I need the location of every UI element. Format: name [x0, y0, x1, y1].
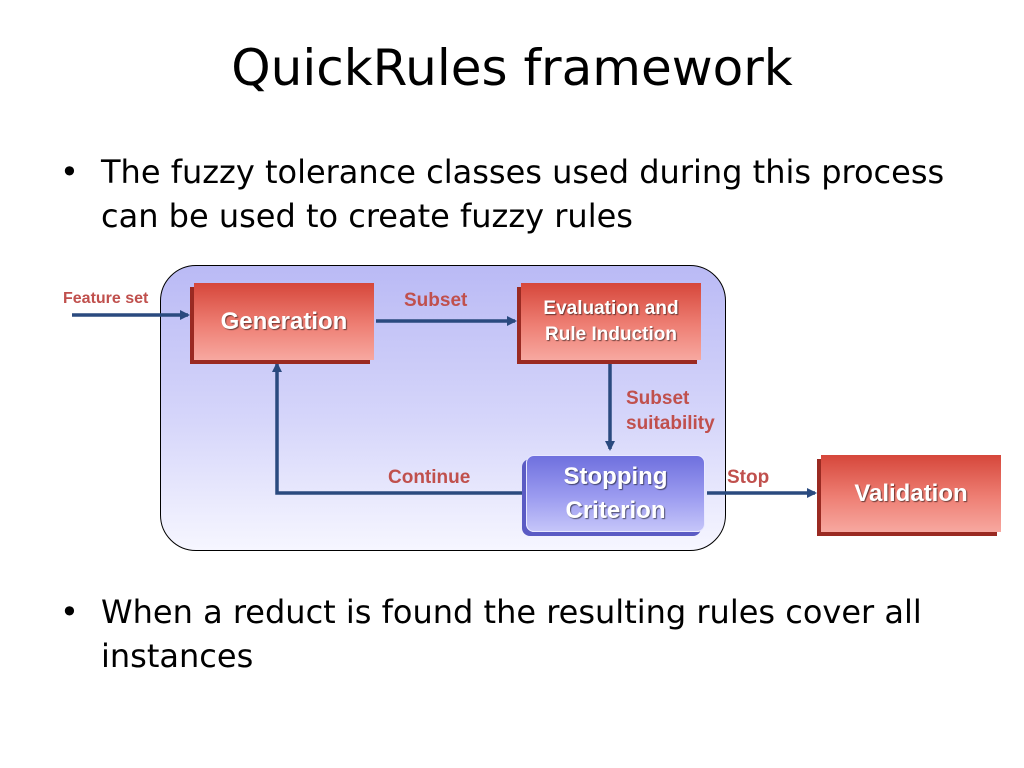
bullet-text: When a reduct is found the resulting rul…	[101, 593, 922, 675]
stopping-criterion-node: Stopping Criterion	[526, 455, 705, 532]
evaluation-label-line2: Rule Induction	[545, 323, 677, 345]
bullet-dot: •	[60, 593, 79, 631]
bullet-dot: •	[60, 153, 79, 191]
evaluation-label-line1: Evaluation and	[543, 297, 679, 319]
stop-label: Stop	[727, 467, 770, 488]
slide-title: QuickRules framework	[231, 39, 793, 97]
validation-node: Validation	[821, 455, 1001, 532]
validation-label: Validation	[854, 479, 968, 507]
continue-arrow	[272, 362, 523, 495]
evaluation-node: Evaluation and Rule Induction	[521, 283, 701, 360]
subset-label: Subset	[404, 290, 468, 311]
suitability-line2: suitability	[626, 413, 715, 434]
bullet-item: • When a reduct is found the resulting r…	[60, 590, 960, 678]
feature-set-label: Feature set	[63, 290, 149, 307]
stopping-label-line2: Criterion	[565, 496, 666, 524]
suitability-line1: Subset	[626, 388, 690, 409]
generation-label: Generation	[220, 307, 348, 335]
stopping-label-line1: Stopping	[563, 462, 668, 490]
bullet-text: The fuzzy tolerance classes used during …	[101, 153, 945, 235]
continue-label: Continue	[388, 467, 471, 488]
bullet-item: • The fuzzy tolerance classes used durin…	[60, 150, 960, 238]
generation-node: Generation	[194, 283, 374, 360]
subset-suitability-label: Subset suitability	[626, 386, 715, 436]
